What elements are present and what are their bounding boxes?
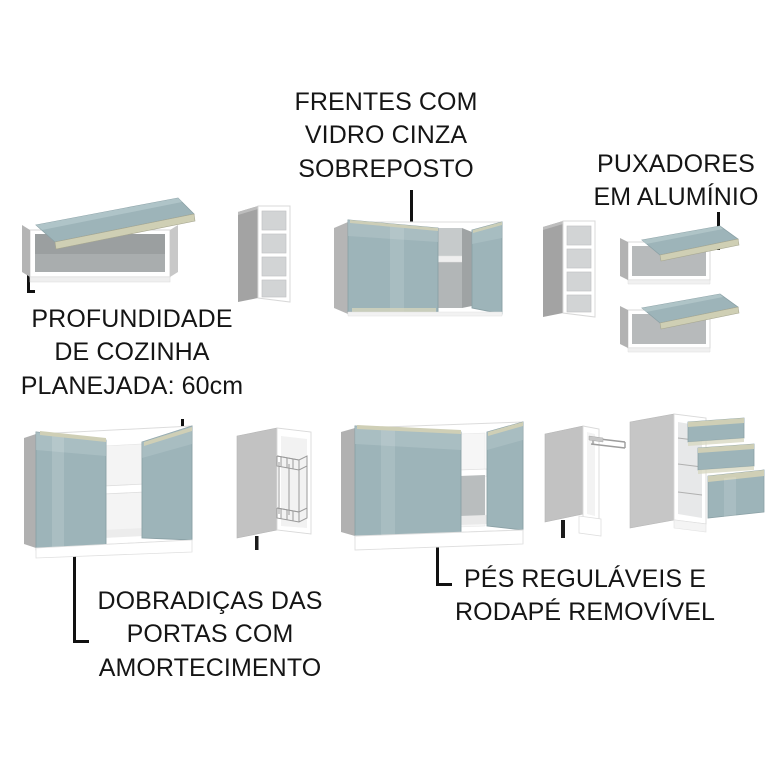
wall-cabinet-flip-up-left-drawing <box>22 197 196 283</box>
wall-shelf-narrow-left-drawing <box>238 205 291 303</box>
leader-line-profundidade-elbow <box>27 290 35 293</box>
base-cabinet-pullout-basket-drawing <box>236 427 312 550</box>
removable-toe-kick <box>578 515 602 537</box>
drawer-middle <box>697 443 755 474</box>
leader-line-pes-elbow <box>436 583 452 586</box>
callout-pes-rodape: PÉS REGULÁVEIS E RODAPÉ REMOVÍVEL <box>455 565 715 627</box>
base-cabinet-large-2-doors-drawing <box>341 421 524 551</box>
wall-cabinet-2-doors-drawing <box>334 219 503 317</box>
wall-shelf-narrow-right[interactable] <box>543 218 605 323</box>
callout-puxadores: PUXADORES EM ALUMÍNIO <box>593 150 759 212</box>
callout-profundidade: PROFUNDIDADE DE COZINHA PLANEJADA: 60cm <box>20 305 244 400</box>
callout-dobradicas: DOBRADIÇAS DAS PORTAS COM AMORTECIMENTO <box>97 587 323 682</box>
base-cabinet-3-drawers-drawing <box>629 413 765 533</box>
wall-cabinet-flip-up-bottom-drawing <box>620 293 740 353</box>
wall-cabinet-2-doors[interactable] <box>332 208 518 320</box>
wall-cabinet-flip-up-top[interactable] <box>620 222 760 294</box>
adjustable-leg <box>255 536 259 550</box>
base-cabinet-pullout-basket[interactable] <box>233 418 331 550</box>
base-cabinet-3-drawers[interactable] <box>628 408 768 540</box>
drawer-bottom <box>707 469 765 519</box>
wall-cabinet-flip-up-bottom[interactable] <box>620 290 760 362</box>
leader-line-dobradicas-vertical <box>73 520 76 643</box>
base-cabinet-towel-rail-drawing <box>544 425 626 538</box>
adjustable-leg <box>561 520 565 538</box>
leader-line-dobradicas-elbow <box>73 640 89 643</box>
wall-shelf-narrow-left[interactable] <box>238 203 300 308</box>
base-cabinet-2-doors[interactable] <box>22 412 212 562</box>
base-cabinet-towel-rail[interactable] <box>543 418 643 548</box>
wire-basket-assembly <box>276 455 308 523</box>
leader-line-pes-vertical <box>436 534 439 586</box>
wall-shelf-narrow-right-drawing <box>543 220 596 318</box>
base-cabinet-2-doors-drawing <box>24 425 193 559</box>
right-door-handle <box>488 422 523 436</box>
wall-cabinet-flip-up-left[interactable] <box>22 192 197 292</box>
base-cabinet-large-2-doors[interactable] <box>337 412 537 554</box>
leader-line-frentes-vidro <box>410 190 413 240</box>
left-door-handle <box>357 425 461 434</box>
callout-frentes-vidro: FRENTES COM VIDRO CINZA SOBREPOSTO <box>294 88 478 183</box>
removable-toe-kick <box>354 529 524 551</box>
wall-cabinet-flip-up-top-drawing <box>620 225 740 285</box>
drawer-top <box>687 417 745 446</box>
